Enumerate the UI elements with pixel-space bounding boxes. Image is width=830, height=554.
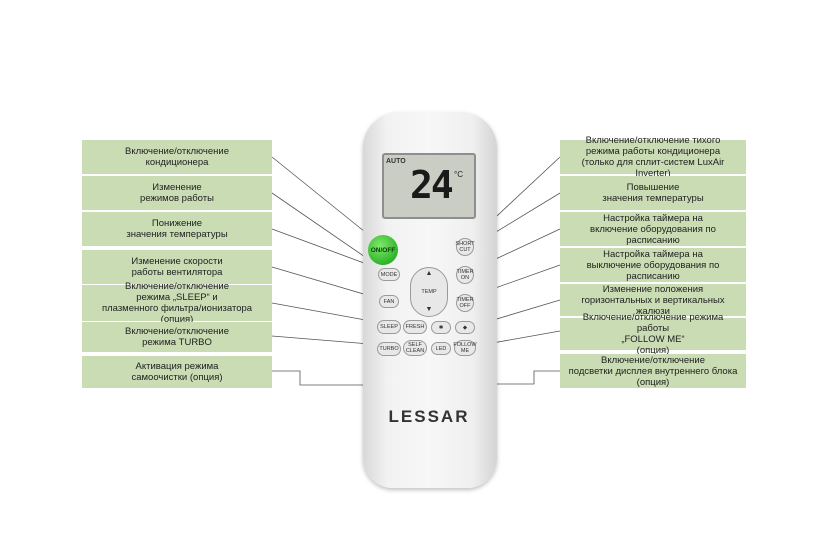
self-clean-button[interactable]: SELF CLEAN bbox=[403, 340, 427, 356]
short-cut-button[interactable]: SHORT CUT bbox=[455, 238, 475, 256]
label-temp-down: Понижение значения температуры bbox=[82, 212, 272, 246]
label-swing: Изменение положения горизонтальных и вер… bbox=[560, 284, 746, 317]
label-fan: Изменение скорости работы вентилятора bbox=[82, 250, 272, 284]
label-led: Включение/отключение подсветки дисплея в… bbox=[560, 354, 746, 388]
turbo-button[interactable]: TURBO bbox=[377, 342, 401, 356]
temp-rocker[interactable]: ▲ TEMP ▼ bbox=[410, 267, 448, 317]
timer-on-button[interactable]: TIMER ON bbox=[456, 266, 474, 284]
temp-label: TEMP bbox=[421, 289, 437, 295]
callout-line-onoff bbox=[271, 156, 376, 241]
sleep-button[interactable]: SLEEP bbox=[377, 320, 401, 334]
temp-down-icon[interactable]: ▼ bbox=[425, 306, 433, 313]
label-follow-me: Включение/отключение режима работы „FOLL… bbox=[560, 312, 746, 356]
follow-me-button[interactable]: FOLLOW ME bbox=[453, 340, 477, 356]
swing-vertical-button[interactable]: ◆ bbox=[455, 321, 475, 334]
label-short-cut: Включение/отключение тихого режима работ… bbox=[560, 135, 746, 179]
label-temp-up: Повышение значения температуры bbox=[560, 176, 746, 210]
fan-button[interactable]: FAN bbox=[379, 295, 399, 308]
led-button[interactable]: LED bbox=[431, 342, 451, 355]
swing-horizontal-button[interactable]: ✱ bbox=[431, 321, 451, 334]
label-onoff: Включение/отключение кондиционера bbox=[82, 140, 272, 174]
temp-up-icon[interactable]: ▲ bbox=[425, 270, 433, 277]
swing-horizontal-icon: ✱ bbox=[438, 324, 444, 331]
label-self-clean: Активация режима самоочистки (опция) bbox=[82, 356, 272, 388]
lcd-display bbox=[382, 153, 476, 219]
label-timer-off: Настройка таймера на выключение оборудов… bbox=[560, 248, 746, 282]
label-mode: Изменение режимов работы bbox=[82, 176, 272, 210]
lcd-temperature: 24 bbox=[410, 163, 454, 207]
label-sleep: Включение/отключение режима „SLEEP“ и пл… bbox=[82, 281, 272, 325]
fresh-button[interactable]: FRESH bbox=[403, 320, 427, 334]
label-turbo: Включение/отключение режима TURBO bbox=[82, 322, 272, 352]
swing-vertical-icon: ◆ bbox=[462, 324, 468, 331]
onoff-button[interactable]: ON/OFF bbox=[368, 235, 398, 265]
label-timer-on: Настройка таймера на включение оборудова… bbox=[560, 212, 746, 246]
brand-logo: LESSAR bbox=[388, 407, 470, 426]
timer-off-button[interactable]: TIMER OFF bbox=[456, 294, 474, 312]
lcd-unit: °C bbox=[454, 170, 463, 179]
lcd-mode-text: AUTO bbox=[386, 158, 406, 165]
mode-button[interactable]: MODE bbox=[378, 268, 400, 281]
